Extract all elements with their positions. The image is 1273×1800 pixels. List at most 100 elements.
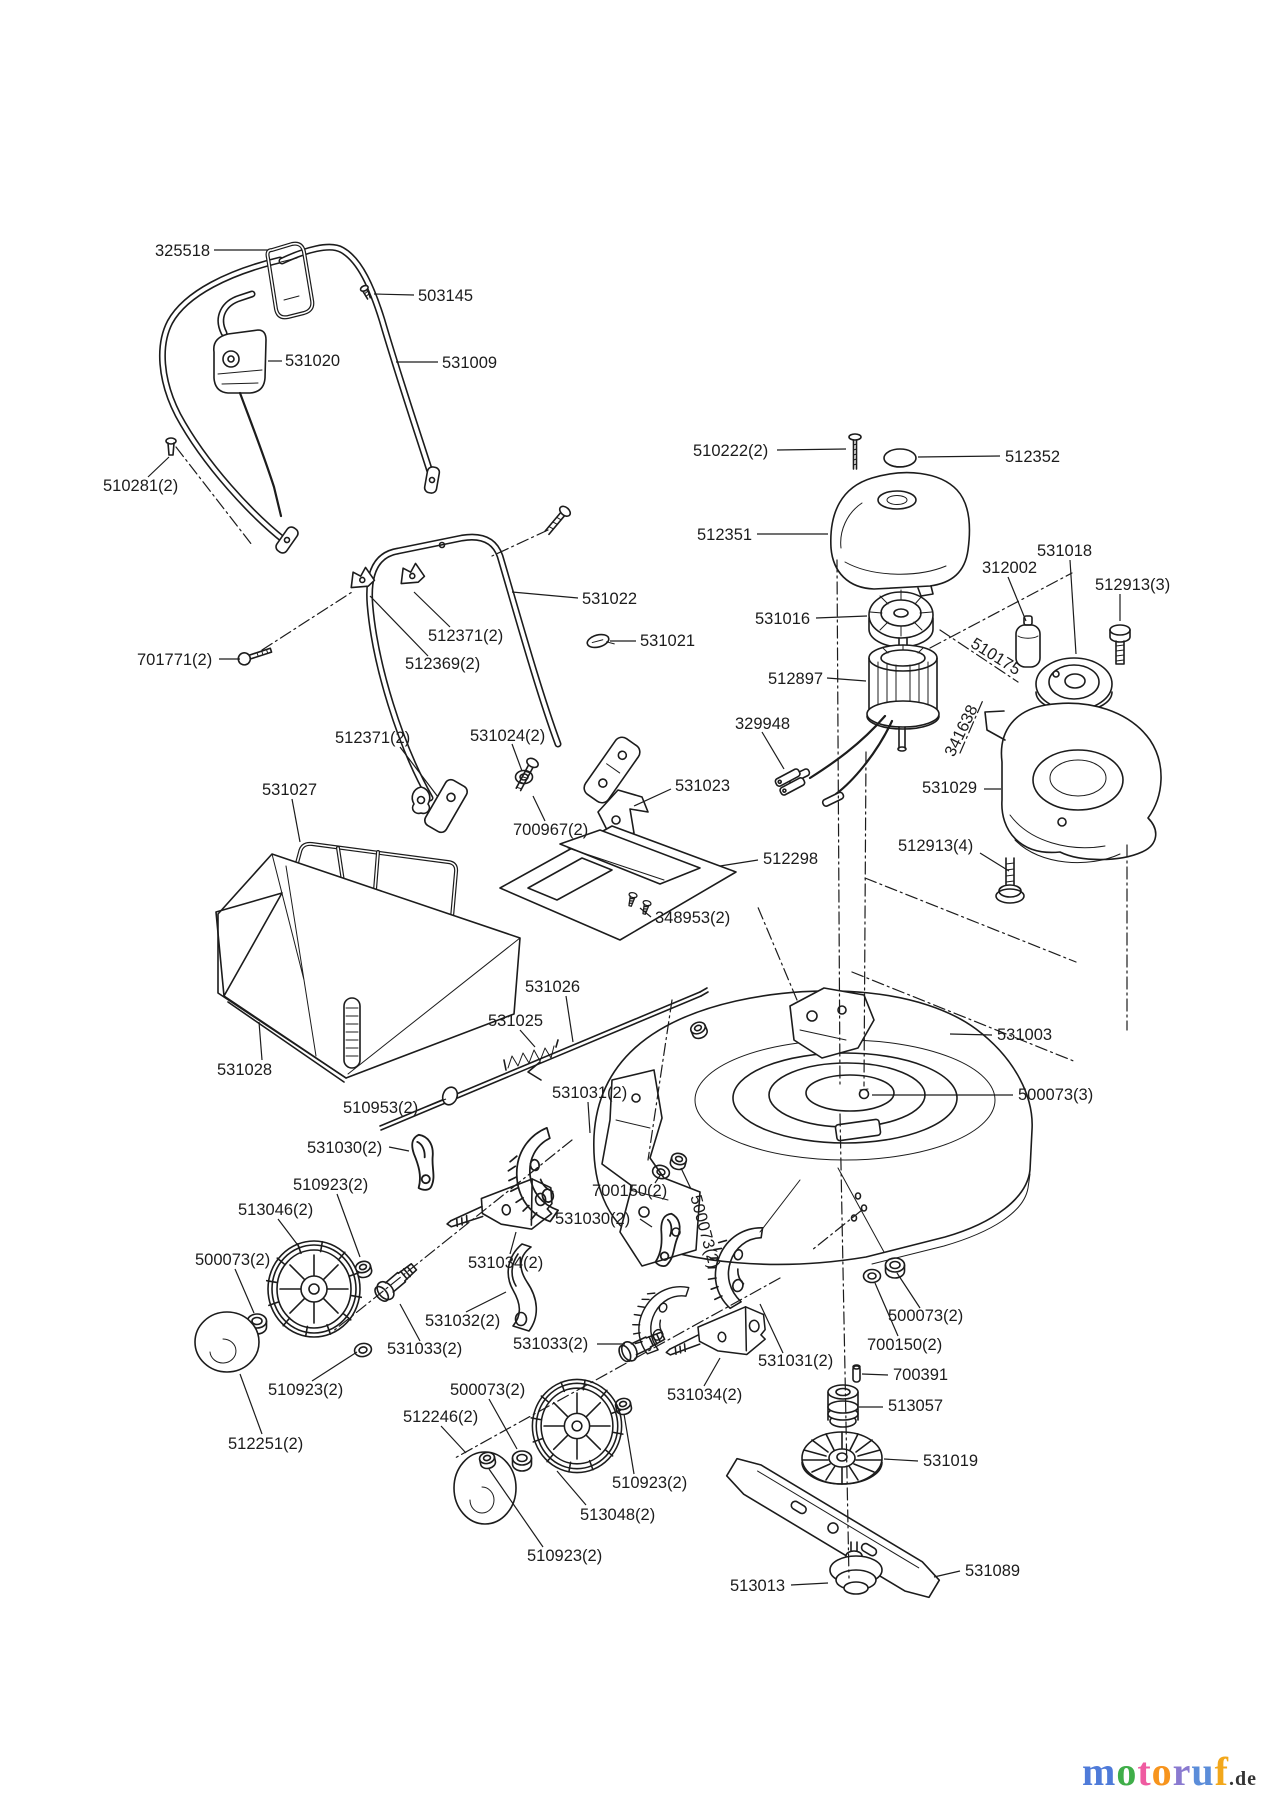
watermark-tld: .de <box>1229 1768 1257 1790</box>
part-label: 531028 <box>217 1061 272 1079</box>
part-label: 531024(2) <box>470 727 545 745</box>
leader-line <box>399 1303 421 1342</box>
part-label: 512251(2) <box>228 1435 303 1453</box>
watermark-letter: o <box>1116 1749 1138 1794</box>
part-label: 503145 <box>418 287 473 305</box>
wheel-front <box>265 1240 363 1338</box>
part-label: 531089 <box>965 1562 1020 1580</box>
part-label: 512371(2) <box>428 627 503 645</box>
leader-line <box>565 995 574 1043</box>
leader-line <box>933 1570 961 1578</box>
mower-deck-531003 <box>593 990 1033 1266</box>
bolt-700967 <box>515 757 539 792</box>
part-label: 512897 <box>768 670 823 688</box>
part-label: 312002 <box>982 559 1037 577</box>
part-label: 701771(2) <box>137 651 212 669</box>
leader-line <box>291 798 301 843</box>
part-label: 512371(2) <box>335 729 410 747</box>
engine-cover-512351 <box>830 471 971 597</box>
watermark-letter: o <box>1151 1749 1173 1794</box>
hubcap-512246 <box>453 1451 517 1525</box>
part-label: 700967(2) <box>513 821 588 839</box>
fan-531019 <box>801 1431 883 1485</box>
part-label: 513057 <box>888 1397 943 1415</box>
part-label: 531021 <box>640 632 695 650</box>
part-label: 513046(2) <box>238 1201 313 1219</box>
watermark-letter: t <box>1137 1749 1152 1794</box>
leader-line <box>488 1468 544 1548</box>
bolt-512913-4 <box>995 857 1025 904</box>
clip-531021 <box>586 633 615 649</box>
part-label: 531016 <box>755 610 810 628</box>
part-label: 348953(2) <box>655 909 730 927</box>
part-label: 531026 <box>525 978 580 996</box>
leader-line <box>239 1373 263 1435</box>
part-label: 510923(2) <box>293 1176 368 1194</box>
watermark-letter: m <box>1082 1749 1117 1794</box>
throttle-cable <box>238 391 283 518</box>
fan-disc-531016 <box>868 589 934 648</box>
leader-line <box>680 1167 692 1190</box>
part-label: 329948 <box>735 715 790 733</box>
blower-housing-531029 <box>984 702 1162 864</box>
leader-line <box>258 1021 263 1061</box>
part-label: 500073(2) <box>450 1381 525 1399</box>
part-label: 512246(2) <box>403 1408 478 1426</box>
part-label: 531018 <box>1037 542 1092 560</box>
leader-line <box>440 1425 467 1454</box>
part-label: 512913(3) <box>1095 576 1170 594</box>
part-label: 500073(2) <box>888 1307 963 1325</box>
part-label: 531031(2) <box>552 1084 627 1102</box>
washer-700150-b <box>862 1268 882 1284</box>
part-label: 531033(2) <box>513 1335 588 1353</box>
part-label: 531031(2) <box>758 1352 833 1370</box>
leader-line <box>425 1098 447 1108</box>
leader-line <box>1069 559 1077 655</box>
blade-holder-513013 <box>829 1541 883 1595</box>
part-label: 512351 <box>697 526 752 544</box>
leader-line <box>511 743 523 772</box>
leader-line <box>654 1173 662 1184</box>
part-label: 512352 <box>1005 448 1060 466</box>
leader-line <box>639 907 652 918</box>
leader-line <box>949 1033 993 1036</box>
grommet-510953 <box>441 1086 459 1106</box>
connector-329948 <box>774 768 806 796</box>
part-label: 500073(2) <box>195 1251 270 1269</box>
part-label: 513048(2) <box>580 1506 655 1524</box>
leader-line <box>373 293 415 296</box>
leader-line <box>488 1398 518 1450</box>
part-label: 510222(2) <box>693 442 768 460</box>
leader-line <box>234 1268 255 1314</box>
leader-line <box>277 1218 301 1249</box>
handle-grip-loop <box>265 241 315 320</box>
leader-line <box>509 1231 517 1255</box>
bolt-upper-right <box>544 505 572 536</box>
leader-line <box>556 1470 587 1506</box>
part-label: 531003 <box>997 1026 1052 1044</box>
part-label: 531030(2) <box>555 1210 630 1228</box>
leader-line <box>639 1218 653 1228</box>
part-label: 531019 <box>923 1452 978 1470</box>
leader-line <box>465 1291 507 1313</box>
screw-510222 <box>848 433 862 470</box>
part-label: 510923(2) <box>612 1474 687 1492</box>
leader-line <box>719 859 759 867</box>
handle-clamps <box>350 562 426 589</box>
screw-503145 <box>359 284 372 300</box>
bolt-701771 <box>237 647 273 666</box>
watermark-letter: f <box>1214 1749 1229 1794</box>
leader-line <box>759 1303 784 1354</box>
part-label: 510281(2) <box>103 477 178 495</box>
leader-line <box>532 795 546 822</box>
grass-bag <box>215 853 521 1083</box>
leader-line <box>336 1193 361 1258</box>
part-label: 700391 <box>893 1366 948 1384</box>
part-label: 531022 <box>582 590 637 608</box>
part-label: 325518 <box>155 242 210 260</box>
ratchet-531031-c <box>621 1271 691 1360</box>
construction-lines <box>175 446 1128 1579</box>
upper-handlebar <box>159 243 441 554</box>
part-label: 512369(2) <box>405 655 480 673</box>
